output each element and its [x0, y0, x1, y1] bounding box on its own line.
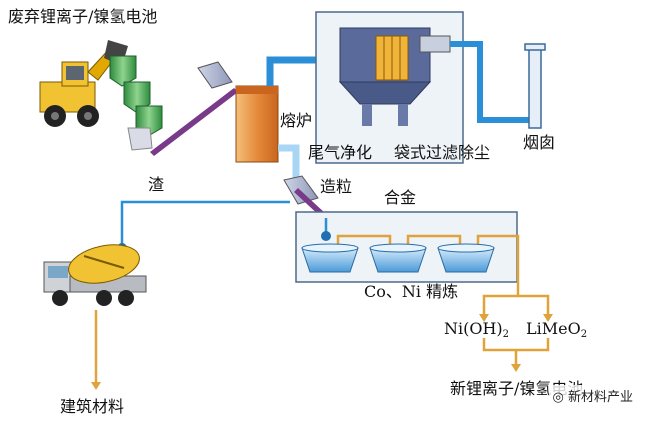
refining-bucket-2 [369, 243, 427, 273]
label-limeo2: LiMeO2 [526, 320, 587, 344]
feed-hopper-icon [197, 61, 233, 89]
furnace-top [236, 86, 278, 94]
nioh2-text: Ni(OH) [444, 319, 503, 338]
watermark-icon: ◎ [552, 390, 568, 405]
granulator-icon [283, 175, 319, 205]
bucket-link-2 [406, 234, 462, 244]
product-merge [482, 338, 550, 366]
arrow-building [91, 382, 101, 390]
arrow-new-battery [511, 364, 521, 372]
label-granulation: 造粒 [320, 177, 353, 196]
bucket-link-3 [476, 234, 520, 296]
bag-filter-icon [338, 27, 451, 126]
gas-pipe [266, 56, 316, 86]
label-slag: 渣 [148, 175, 165, 194]
label-bag-filter: 袋式过滤除尘 [394, 143, 491, 162]
limeo2-text: LiMeO [526, 319, 581, 338]
granulator-chute [294, 188, 326, 218]
arrow-limeo2 [543, 314, 553, 322]
watermark-text: 新材料产业 [567, 390, 633, 405]
label-chimney: 烟囱 [523, 133, 556, 152]
label-refining: Co、Ni 精炼 [364, 282, 459, 301]
refining-bucket-3 [437, 243, 495, 273]
battery-hopper-icon [109, 55, 163, 151]
furnace-icon [235, 85, 279, 163]
label-alloy: 合金 [384, 188, 417, 207]
refining-bucket-1 [301, 243, 359, 273]
label-building-materials: 建筑材料 [60, 397, 125, 416]
feed-chute [150, 88, 238, 156]
exhaust-pipe [450, 41, 533, 123]
melt-pipe [278, 144, 300, 178]
nioh2-subscript: 2 [502, 329, 510, 340]
label-furnace: 熔炉 [280, 111, 313, 130]
product-split [482, 294, 550, 316]
loader-icon [39, 40, 128, 127]
watermark: ◎ 新材料产业 [548, 385, 637, 406]
bucket-link-1 [336, 234, 392, 244]
alloy-outlet [321, 231, 331, 241]
arrow-nioh2 [479, 314, 489, 322]
mixer-truck-icon [43, 244, 147, 306]
limeo2-subscript: 2 [580, 329, 588, 340]
label-tail-gas: 尾气净化 [308, 143, 373, 162]
label-nioh2: Ni(OH)2 [444, 320, 509, 344]
slag-pipe [120, 200, 290, 244]
chimney-icon [524, 43, 546, 129]
label-waste-batteries: 废弃锂离子/镍氢电池 [8, 7, 158, 26]
